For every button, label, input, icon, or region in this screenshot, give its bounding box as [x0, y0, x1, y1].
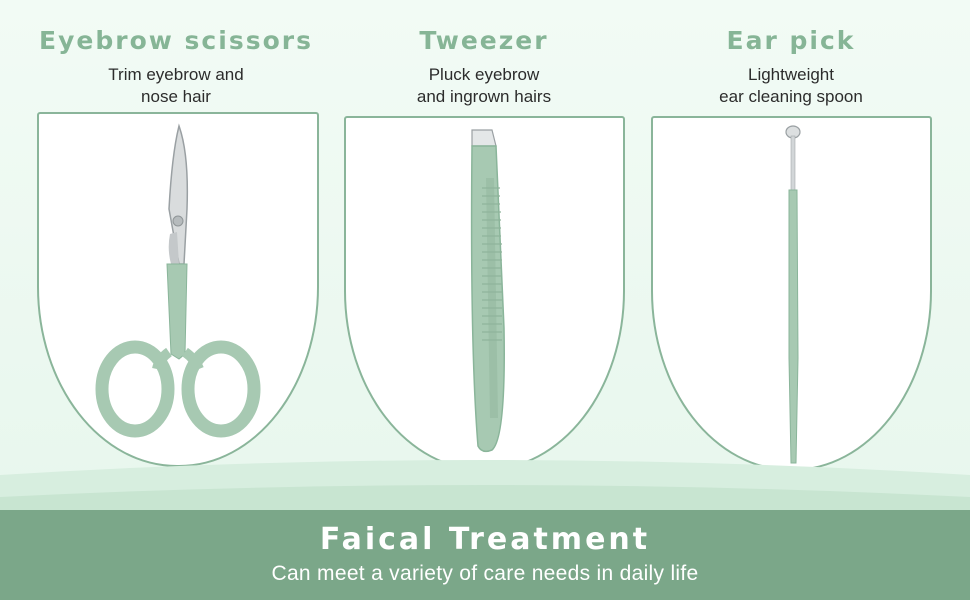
tweezer-desc-line2: and ingrown hairs	[416, 87, 552, 106]
scissors-desc-line2: nose hair	[141, 87, 211, 106]
scissors-description: Trim eyebrow and nose hair	[26, 64, 326, 108]
footer-banner	[0, 510, 970, 600]
scissors-title: Eyebrow scissors	[39, 26, 313, 55]
ear-pick-card	[651, 116, 932, 471]
tweezer-desc-line1: Pluck eyebrow	[428, 65, 540, 84]
footer-title: Faical Treatment	[319, 522, 651, 557]
tweezer-description: Pluck eyebrow and ingrown hairs	[334, 64, 634, 108]
scissors-desc-line1: Trim eyebrow and	[108, 65, 244, 84]
tweezer-icon	[470, 129, 505, 453]
footer-subtitle: Can meet a variety of care needs in dail…	[271, 562, 699, 585]
scissors-icon	[95, 123, 261, 438]
footer-wave	[0, 460, 970, 515]
ear-pick-desc-line2: ear cleaning spoon	[719, 87, 863, 106]
scissors-card	[37, 112, 319, 467]
ear-pick-desc-line1: Lightweight	[747, 65, 834, 84]
tweezer-title: Tweezer	[419, 26, 549, 55]
ear-pick-icon	[785, 125, 801, 464]
ear-pick-title: Ear pick	[726, 26, 856, 55]
ear-pick-description: Lightweight ear cleaning spoon	[641, 64, 941, 108]
tweezer-card	[344, 116, 625, 471]
